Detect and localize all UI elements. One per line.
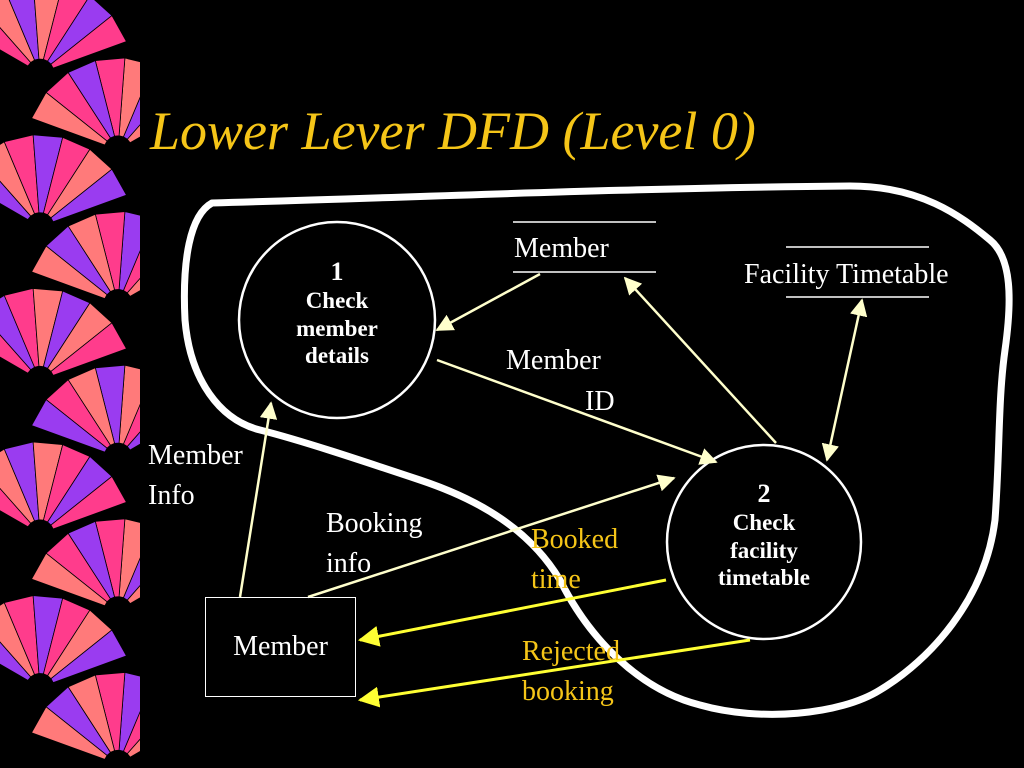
ribbon-blade <box>0 180 32 221</box>
ribbon-blade <box>30 552 108 607</box>
data-store-facility-timetable: Facility Timetable <box>744 259 949 290</box>
process-1-label: 1 Check member details <box>277 256 397 370</box>
process-2-number: 2 <box>757 479 771 508</box>
ribbon-blade <box>0 27 32 67</box>
ribbon-blade <box>50 168 128 223</box>
flow-member-store-to-process1 <box>435 272 541 332</box>
ribbon-blade <box>42 0 88 62</box>
process-1-number: 1 <box>330 257 344 286</box>
ribbon-blade <box>126 585 140 605</box>
flow-label-rejected-booking-line2: booking <box>522 676 614 707</box>
process-2-name-line3: timetable <box>718 565 810 591</box>
data-store-member: Member <box>514 233 609 264</box>
ribbon-blade <box>126 738 140 758</box>
process-1-name-line2: member <box>296 315 378 341</box>
system-boundary <box>180 182 1013 718</box>
decorative-ribbon <box>0 0 140 760</box>
ribbon-blade <box>0 334 32 374</box>
external-entity-member: Member <box>205 597 356 697</box>
flow-label-booking-info-line1: Booking <box>326 508 423 539</box>
ribbon-blade <box>126 124 140 144</box>
flow-process2-to-member-store <box>623 276 777 444</box>
flow-label-member-info-line1: Member <box>148 440 243 471</box>
ribbon-blade <box>50 14 128 69</box>
ribbon-blade <box>126 277 140 297</box>
flow-member-info <box>238 401 278 598</box>
ribbon-blade <box>0 487 32 528</box>
ribbon-blade <box>50 629 128 684</box>
flow-label-member-info-line2: Info <box>148 480 195 511</box>
ribbon-blade <box>126 431 140 451</box>
flow-label-booked-time-line2: time <box>531 564 581 595</box>
ribbon-blade <box>0 0 36 63</box>
process-2-label: 2 Check facility timetable <box>699 478 829 592</box>
ribbon-blade <box>50 322 128 376</box>
flow-label-member-id-line2: ID <box>585 386 615 417</box>
process-2-name-line2: facility <box>730 537 798 563</box>
flow-rejected-booking <box>357 638 751 708</box>
flow-booked-time <box>357 578 667 647</box>
ribbon-blade <box>30 706 108 760</box>
flow-label-rejected-booking-line1: Rejected <box>522 636 620 667</box>
flow-booking-info <box>307 474 676 599</box>
ribbon-blade <box>0 641 32 681</box>
ribbon-blade <box>30 91 108 146</box>
flow-process2-facility-timetable <box>821 298 868 462</box>
process-2-name-line1: Check <box>732 510 796 536</box>
process-1-circle <box>237 220 437 420</box>
process-1-name-line3: details <box>305 343 369 369</box>
flow-label-booking-info-line2: info <box>326 548 372 579</box>
flow-label-booked-time-line1: Booked <box>531 524 619 555</box>
flow-member-id <box>436 358 718 465</box>
process-1-name-line1: Check <box>305 288 369 314</box>
ribbon-blade <box>8 0 40 61</box>
flow-label-member-id-line1: Member <box>506 345 601 376</box>
ribbon-blade <box>30 398 108 453</box>
ribbon-blade <box>30 245 108 300</box>
slide-title: Lower Lever DFD (Level 0) <box>150 101 756 161</box>
ribbon-blade <box>34 0 59 60</box>
ribbon-blade <box>50 475 128 530</box>
process-2-circle <box>665 443 863 641</box>
